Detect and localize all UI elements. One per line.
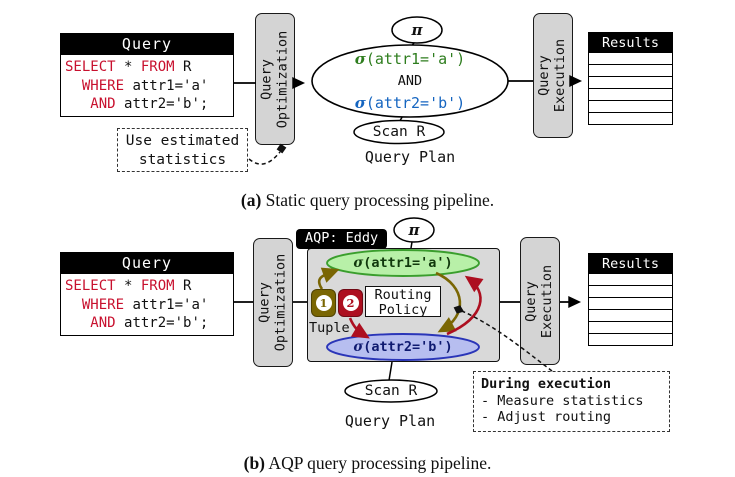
results-title-b: Results — [589, 254, 672, 274]
results-table-b: Results — [588, 253, 673, 346]
predicate-2-a: σ(attr2='b') — [354, 94, 466, 112]
results-row — [589, 88, 672, 100]
caption-b: (b) AQP query processing pipeline. — [243, 453, 492, 473]
eddy-title-badge: AQP: Eddy — [296, 229, 388, 249]
results-table-a: Results — [588, 32, 673, 125]
tuple-2-badge: 2 — [342, 295, 359, 311]
panel-b-aqp-pipeline: Query SELECT * FROM R WHERE attr1='a' AN… — [0, 215, 735, 477]
query-plan-label-b: Query Plan — [344, 412, 436, 430]
sql-query-box-b: Query SELECT * FROM R WHERE attr1='a' AN… — [60, 252, 234, 336]
sql-query-box-a: Query SELECT * FROM R WHERE attr1='a' AN… — [60, 33, 234, 117]
results-row — [589, 297, 672, 309]
query-box-title-b: Query — [61, 253, 233, 274]
during-execution-note: During execution- Measure statistics- Ad… — [473, 371, 670, 432]
results-row — [589, 274, 672, 285]
query-box-title-a: Query — [61, 34, 233, 55]
scan-label-a: Scan R — [372, 124, 426, 140]
dashed-link-endpoint — [276, 143, 287, 154]
results-row — [589, 309, 672, 321]
sql-code-a: SELECT * FROM R WHERE attr1='a' AND attr… — [65, 59, 209, 112]
predicate-1-b: σ(attr1='a') — [353, 255, 453, 271]
results-title-a: Results — [589, 33, 672, 53]
routing-policy-box: Routing Policy — [365, 286, 441, 317]
results-row — [589, 100, 672, 112]
estimated-statistics-note: Use estimated statistics — [117, 128, 248, 172]
tuple-tile-2: 2 — [338, 289, 363, 317]
results-row — [589, 112, 672, 124]
query-plan-label-a: Query Plan — [364, 148, 456, 166]
panel-a-static-pipeline: Query SELECT * FROM R WHERE attr1='a' AN… — [0, 0, 735, 215]
results-row — [589, 285, 672, 297]
predicate-2-b: σ(attr2='b') — [353, 339, 453, 355]
dashed-link-note-to-opt — [248, 151, 281, 165]
and-label-a: AND — [397, 73, 423, 89]
results-row — [589, 53, 672, 64]
results-row — [589, 64, 672, 76]
scan-label-b: Scan R — [364, 383, 418, 399]
results-row — [589, 333, 672, 345]
results-row — [589, 76, 672, 88]
predicate-1-a: σ(attr1='a') — [354, 50, 466, 68]
tuple-label: Tuple — [309, 320, 350, 336]
pi-operator-a: π — [411, 21, 423, 39]
caption-a: (a) Static query processing pipeline. — [240, 190, 495, 210]
sql-code-b: SELECT * FROM R WHERE attr1='a' AND attr… — [65, 278, 209, 331]
tuple-1-badge: 1 — [315, 295, 332, 311]
results-row — [589, 321, 672, 333]
pi-operator-b: π — [408, 221, 420, 239]
tuple-tile-1: 1 — [311, 289, 336, 317]
